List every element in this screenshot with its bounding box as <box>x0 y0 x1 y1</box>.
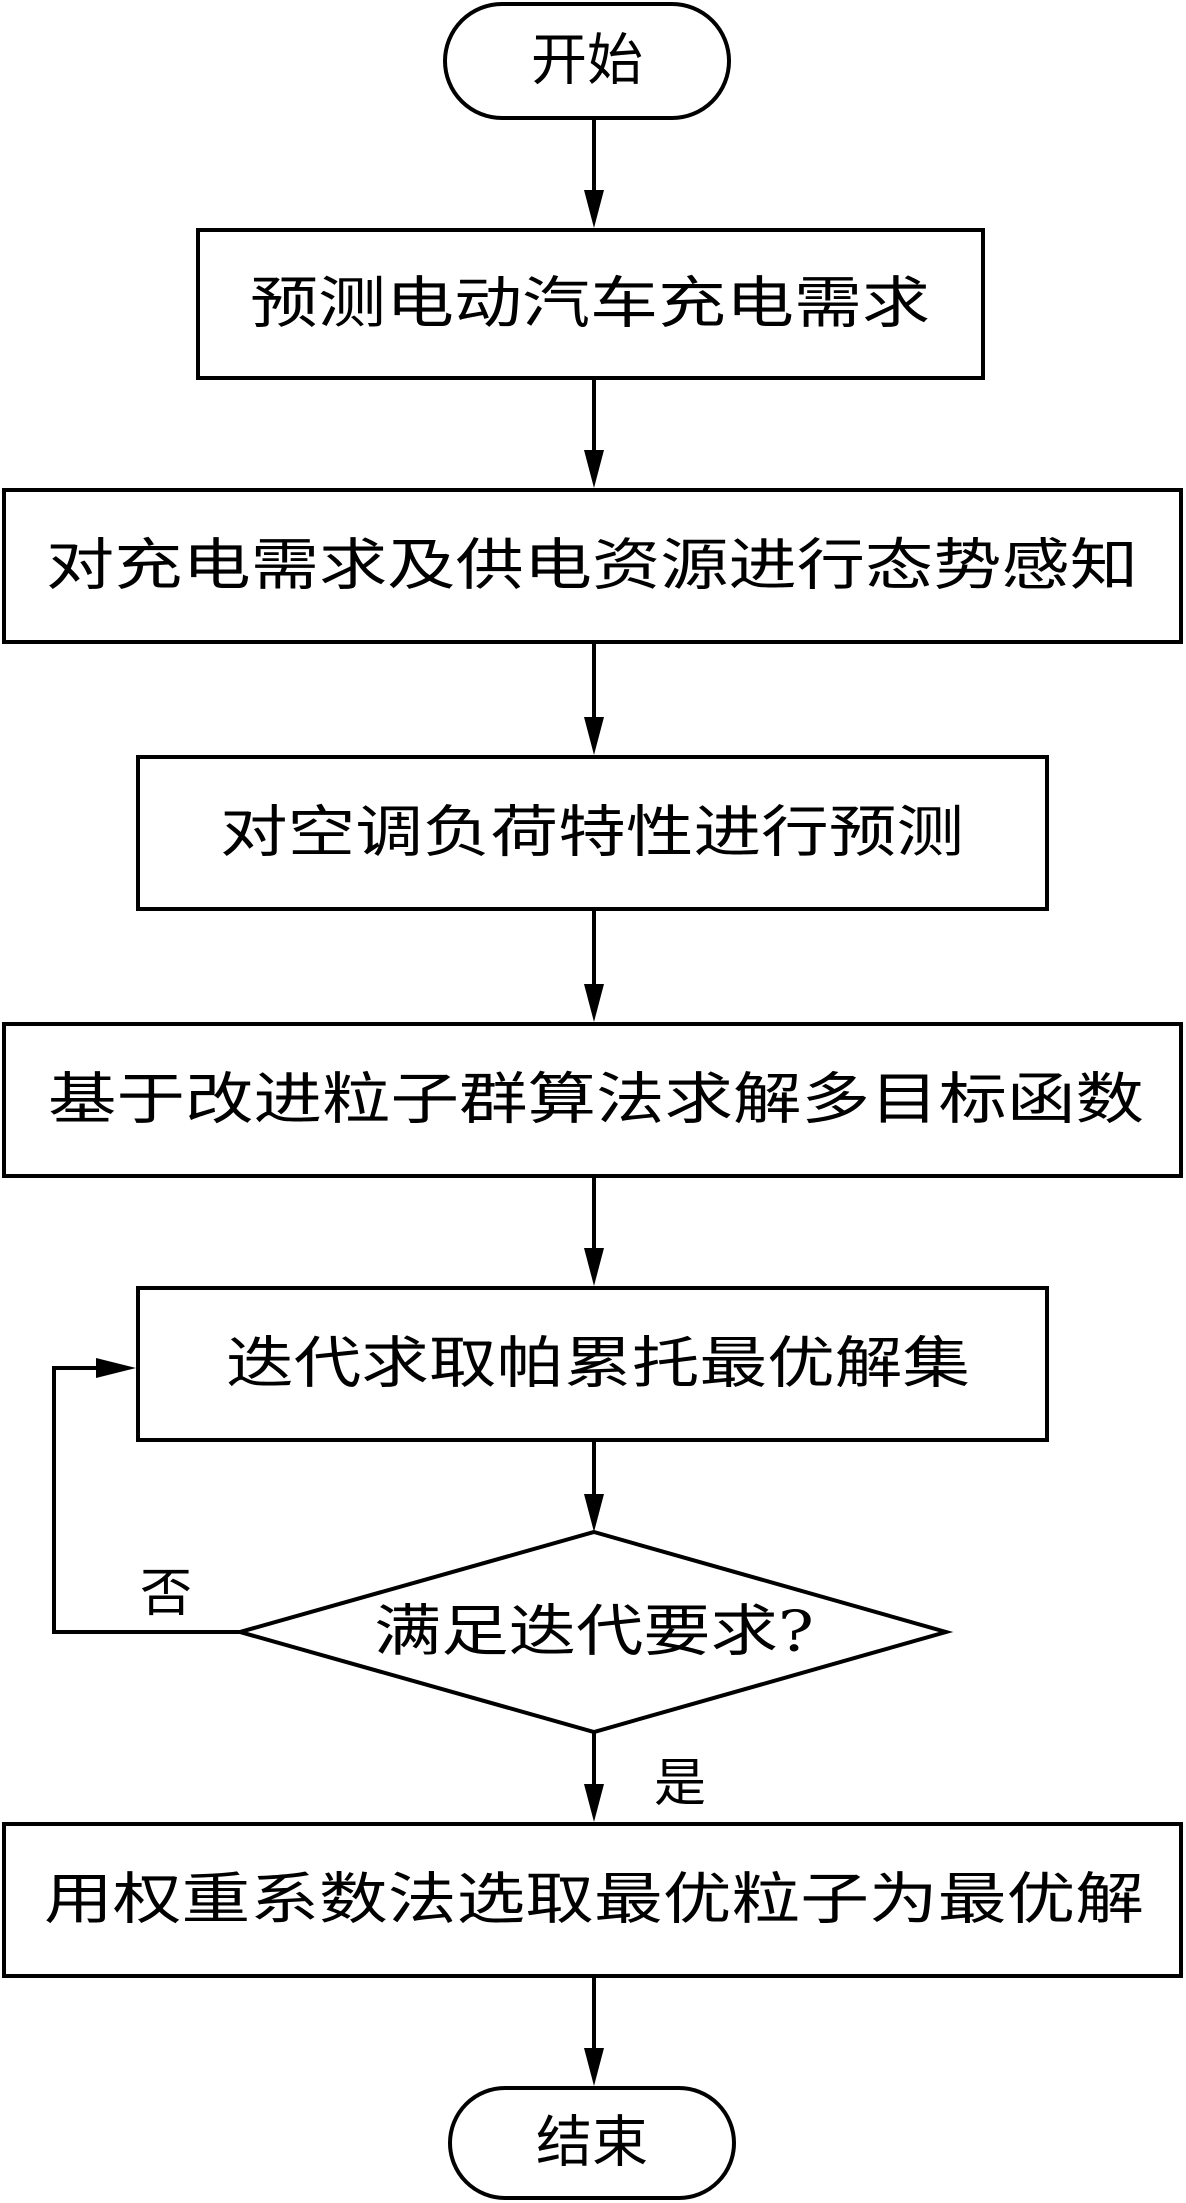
process-box-ac-load-prediction: 对空调负荷特性进行预测 <box>136 755 1049 911</box>
process-label: 对空调负荷特性进行预测 <box>220 801 964 866</box>
arrow-step1-to-step2 <box>584 378 604 488</box>
arrow-start-to-step1 <box>584 118 604 228</box>
process-box-weight-coefficient: 用权重系数法选取最优粒子为最优解 <box>2 1822 1183 1978</box>
no-label: 否 <box>140 1564 192 1624</box>
arrow-decision-to-final <box>584 1732 604 1822</box>
process-box-situation-awareness: 对充电需求及供电资源进行态势感知 <box>2 488 1183 644</box>
process-label: 对充电需求及供电资源进行态势感知 <box>46 534 1138 599</box>
end-terminal: 结束 <box>448 2086 736 2200</box>
process-label: 基于改进粒子群算法求解多目标函数 <box>48 1068 1144 1133</box>
arrow-no-loop-back <box>52 1358 240 1634</box>
process-box-pareto-iteration: 迭代求取帕累托最优解集 <box>136 1286 1049 1442</box>
process-label: 迭代求取帕累托最优解集 <box>226 1332 970 1397</box>
start-label: 开始 <box>531 29 643 94</box>
decision-diamond: 满足迭代要求? <box>232 1529 954 1735</box>
process-label: 用权重系数法选取最优粒子为最优解 <box>44 1868 1144 1933</box>
decision-label: 满足迭代要求? <box>374 1600 814 1665</box>
arrow-final-to-end <box>584 1976 604 2086</box>
arrow-step3-to-step4 <box>584 909 604 1022</box>
process-box-predict-charging-demand: 预测电动汽车充电需求 <box>196 228 985 380</box>
start-terminal: 开始 <box>443 2 731 120</box>
process-box-pso-solve: 基于改进粒子群算法求解多目标函数 <box>2 1022 1183 1178</box>
process-label: 预测电动汽车充电需求 <box>250 272 930 337</box>
arrow-step5-to-decision <box>584 1440 604 1532</box>
arrow-step4-to-step5 <box>584 1176 604 1286</box>
yes-label: 是 <box>654 1754 706 1814</box>
arrow-step2-to-step3 <box>584 642 604 755</box>
end-label: 结束 <box>536 2111 648 2176</box>
